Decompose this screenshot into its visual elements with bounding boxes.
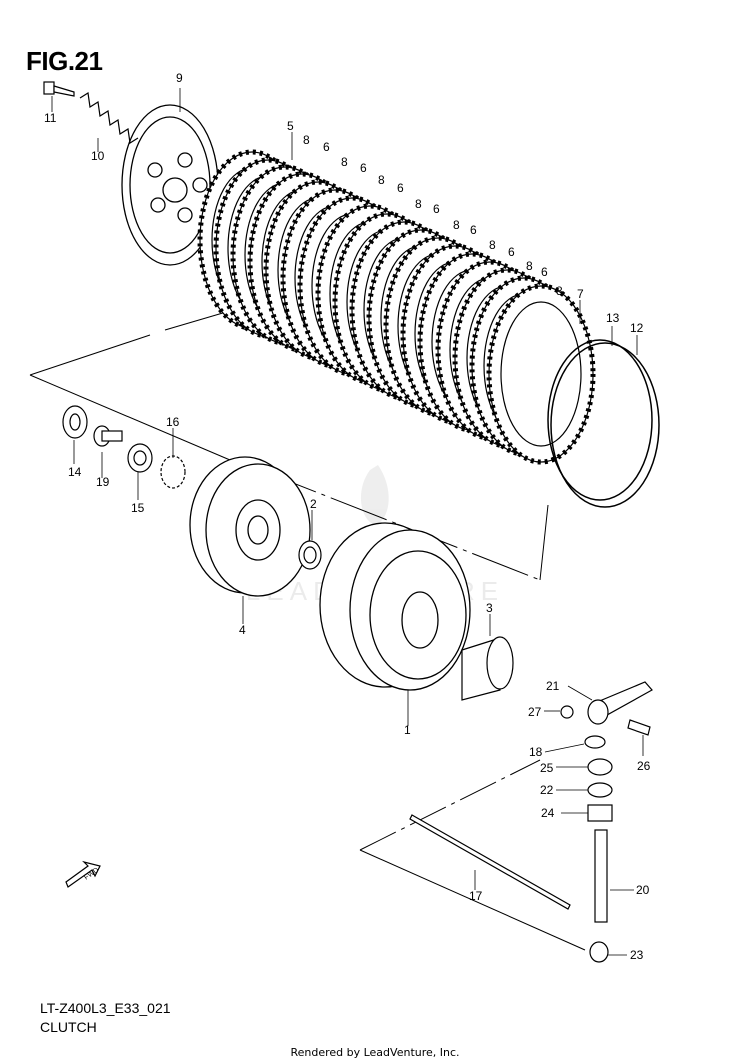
callout-26: 26 [637,759,651,773]
callout-6: 6 [323,140,330,154]
callout-6: 6 [433,202,440,216]
callout-12: 12 [630,321,644,335]
callout-19: 19 [96,475,110,489]
callout-8: 8 [303,133,310,147]
callout-6: 6 [541,265,548,279]
callout-8: 8 [556,284,563,298]
callout-5: 5 [287,119,294,133]
push-rod [409,814,571,910]
callout-8: 8 [415,197,422,211]
clutch-sleeve-hub [189,456,311,597]
callout-27: 27 [528,705,542,719]
clutch-spring [79,92,139,144]
clutch-plate-stack [200,152,593,462]
callout-17: 17 [469,889,483,903]
callout-21: 21 [546,679,560,693]
callout-3: 3 [486,601,493,615]
callout-leaders [51,88,644,956]
fwd-arrow-icon: FWD [65,860,101,888]
thrust-washer [298,540,322,570]
callout-8: 8 [341,155,348,169]
callout-16: 16 [166,415,180,429]
callout-11: 11 [44,111,57,125]
callout-1: 1 [404,723,411,737]
small-hardware [62,405,186,489]
callout-23: 23 [630,948,644,962]
diagram-name: CLUTCH [40,1019,97,1035]
callout-20: 20 [636,883,650,897]
callout-24: 24 [541,806,555,820]
callout-8: 8 [489,238,496,252]
callout-25: 25 [540,761,554,775]
callout-18: 18 [529,745,543,759]
spacer [461,636,514,701]
release-arm-assembly [560,681,653,963]
callout-10: 10 [91,149,105,163]
callout-6: 6 [360,161,367,175]
figure-title: FIG.21 [26,46,103,76]
wire-ring-set [547,339,660,508]
callout-2: 2 [310,497,317,511]
callout-8: 8 [378,173,385,187]
callout-6: 6 [508,245,515,259]
pressure-plate [121,104,219,266]
callout-labels: 1 2 3 4 5 7 9 10 11 12 13 14 15 16 17 18… [44,71,651,962]
callout-7: 7 [577,287,584,301]
callout-8: 8 [526,259,533,273]
credit-line: Rendered by LeadVenture, Inc. [290,1046,460,1059]
callout-4: 4 [239,623,246,637]
diagram-code: LT-Z400L3_E33_021 [40,1000,171,1016]
assembly-guide-lines [29,304,586,951]
callout-6: 6 [397,181,404,195]
callout-13: 13 [606,311,620,325]
spring-bolt [43,81,75,97]
callout-9: 9 [176,71,183,85]
callout-14: 14 [68,465,82,479]
primary-driven-gear-housing [319,522,471,691]
callout-6: 6 [470,223,477,237]
callout-8: 8 [453,218,460,232]
callout-22: 22 [540,783,554,797]
callout-15: 15 [131,501,145,515]
